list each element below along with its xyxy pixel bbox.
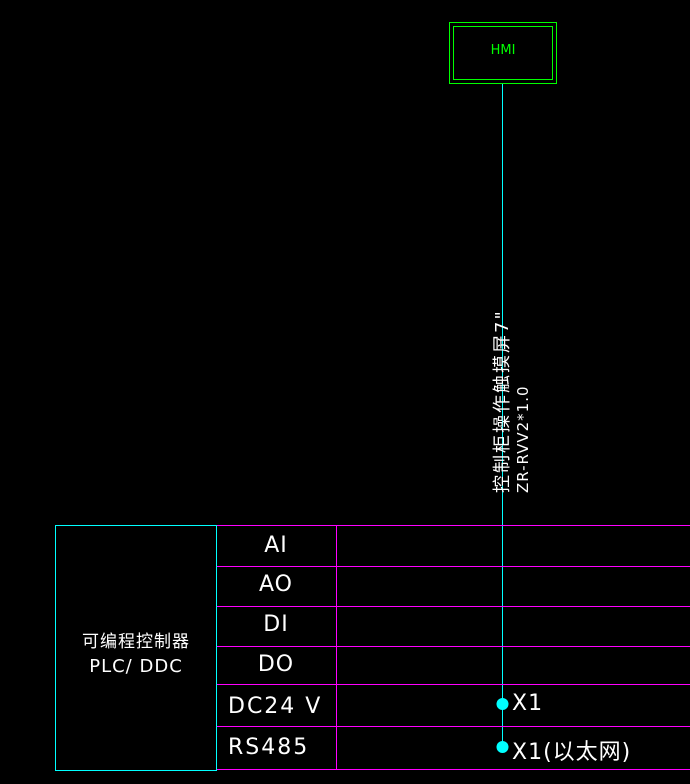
cable-label-cn: 控制柜操作触摸屏7" (492, 309, 513, 493)
signal-ao: AO (259, 572, 293, 597)
terminal-label-rs485: X1(以太网) (512, 740, 632, 765)
hmi-label: HMI (490, 43, 516, 58)
signal-rs485: RS485 (228, 735, 310, 760)
terminal-dot-dc24[interactable] (496, 698, 509, 710)
cable-label-spec: ZR-RVV2*1.0 (514, 385, 532, 493)
controller-box[interactable] (55, 525, 217, 771)
signal-di: DI (263, 612, 289, 637)
signal-ai: AI (264, 533, 288, 558)
controller-title-cn: 可编程控制器 (82, 632, 190, 652)
terminal-dot-rs485[interactable] (496, 741, 509, 753)
signal-dc24v: DC24 V (228, 694, 323, 719)
terminal-label-dc24: X1 (512, 691, 544, 716)
hmi-box-inner (453, 26, 553, 80)
signal-do: DO (257, 652, 295, 677)
controller-title-en: PLC/ DDC (89, 656, 183, 677)
hmi-box-outer[interactable] (449, 22, 557, 84)
